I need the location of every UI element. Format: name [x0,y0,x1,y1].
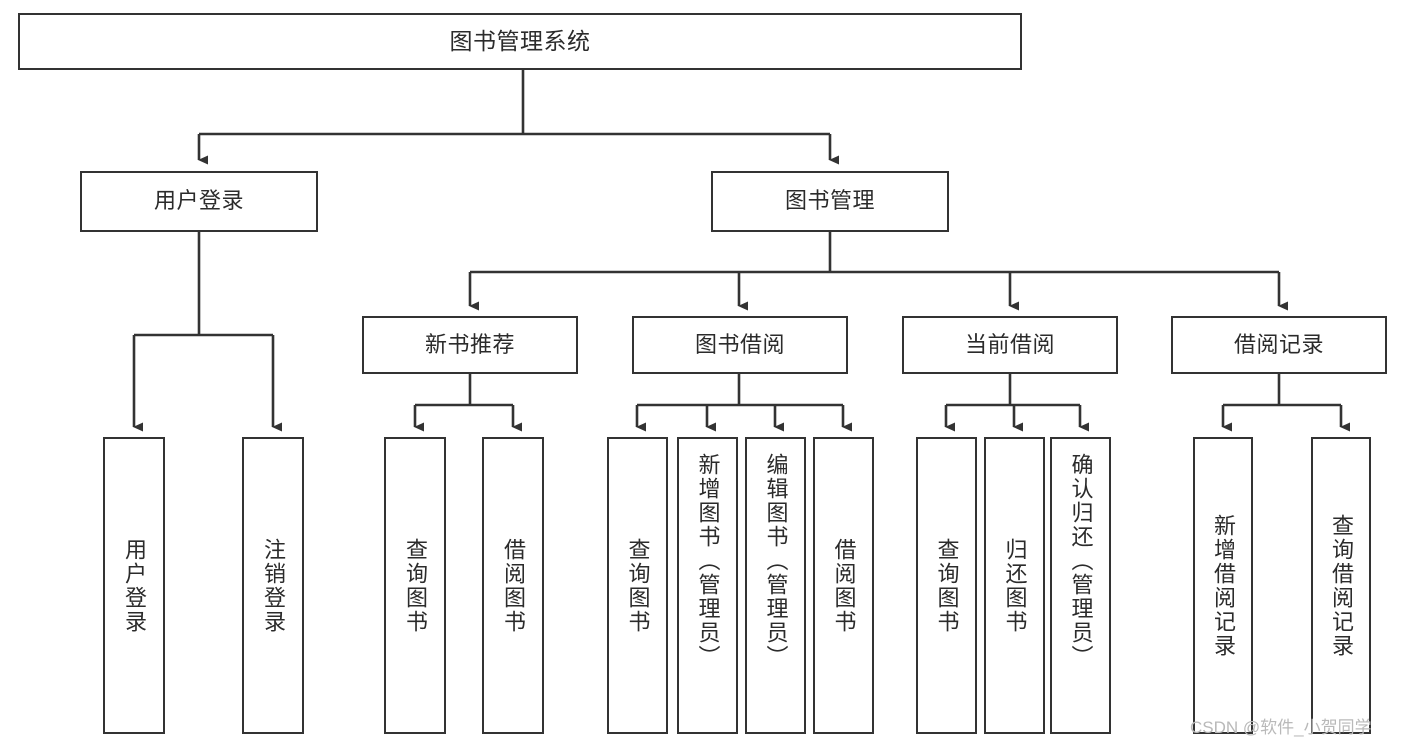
node-label: 借阅图书 [831,537,857,634]
leaf-borrow-book[interactable]: 借阅图书 [813,437,874,734]
leaf-query-borrow-record[interactable]: 查询借阅记录 [1311,437,1371,734]
leaf-query-book-recommend[interactable]: 查询图书 [384,437,446,734]
node-book-management[interactable]: 图书管理 [711,171,949,232]
leaf-logout[interactable]: 注销登录 [242,437,304,734]
node-book-borrow[interactable]: 图书借阅 [632,316,848,374]
node-current-borrow[interactable]: 当前借阅 [902,316,1118,374]
leaf-user-login[interactable]: 用户登录 [103,437,165,734]
node-label: 用户登录 [122,537,147,634]
node-label: 注销登录 [261,537,286,634]
leaf-add-book-admin[interactable]: 新增图书（管理员） [677,437,738,734]
node-label: 当前借阅 [964,331,1055,357]
leaf-borrow-book-recommend[interactable]: 借阅图书 [482,437,544,734]
node-label: 用户登录 [153,188,244,214]
node-user-login[interactable]: 用户登录 [80,171,318,232]
node-label: 图书借阅 [694,331,785,357]
node-label: 借阅图书 [501,537,526,634]
node-new-book-recommend[interactable]: 新书推荐 [362,316,578,374]
node-label: 新增图书（管理员） [695,453,721,669]
csdn-watermark: CSDN @软件_小贺同学 [1190,718,1372,737]
node-label: 新书推荐 [424,331,515,357]
node-label: 查询图书 [625,537,651,634]
node-borrow-record[interactable]: 借阅记录 [1171,316,1387,374]
node-label: 查询图书 [934,537,960,634]
leaf-add-borrow-record[interactable]: 新增借阅记录 [1193,437,1253,734]
node-label: 新增借阅记录 [1211,513,1236,658]
node-label: 归还图书 [1002,537,1028,634]
leaf-confirm-return-admin[interactable]: 确认归还（管理员） [1050,437,1111,734]
node-label: 查询图书 [403,537,428,634]
leaf-query-book-current[interactable]: 查询图书 [916,437,977,734]
node-book-management-system[interactable]: 图书管理系统 [18,13,1022,70]
leaf-edit-book-admin[interactable]: 编辑图书（管理员） [745,437,806,734]
node-label: 图书管理系统 [449,28,591,55]
leaf-query-book-borrow[interactable]: 查询图书 [607,437,668,734]
node-label: 确认归还（管理员） [1068,453,1094,669]
leaf-return-book[interactable]: 归还图书 [984,437,1045,734]
node-label: 编辑图书（管理员） [763,453,789,669]
node-label: 查询借阅记录 [1329,513,1354,658]
node-label: 借阅记录 [1233,331,1324,357]
node-label: 图书管理 [784,188,875,214]
